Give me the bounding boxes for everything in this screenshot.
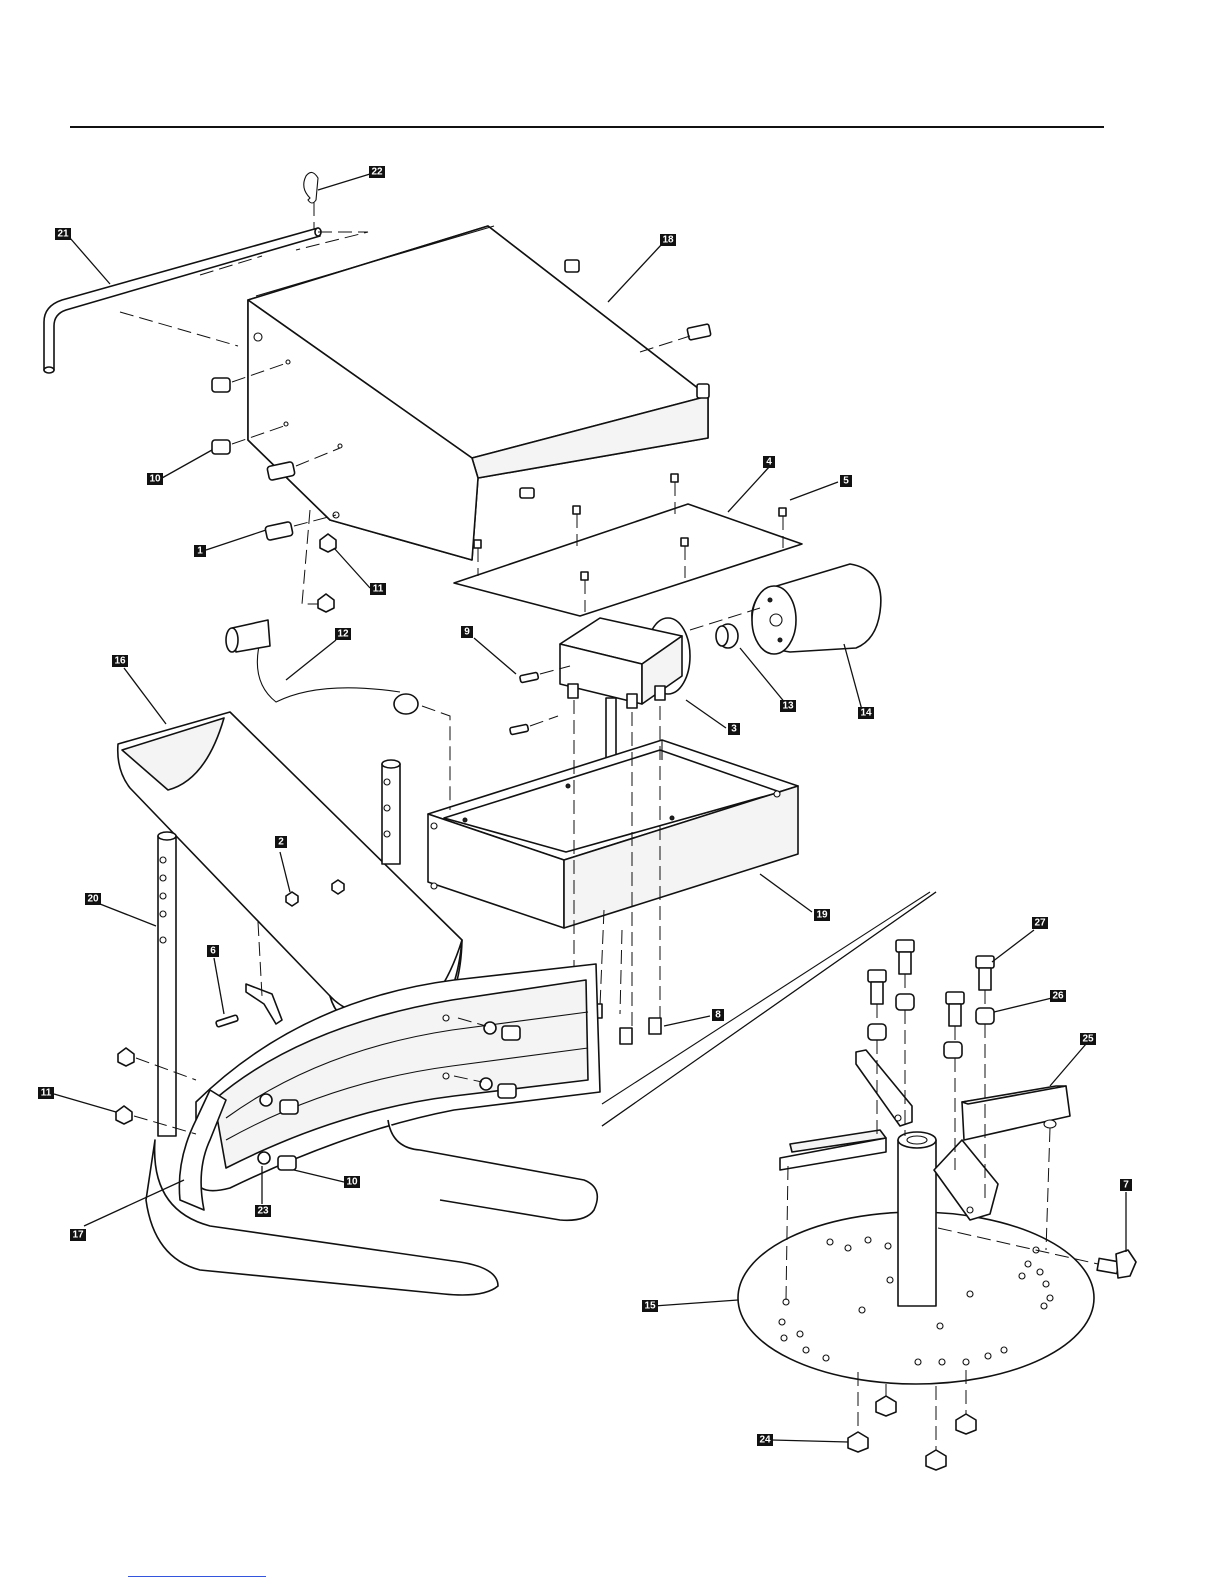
callout-9-label: 9 bbox=[464, 627, 470, 638]
callout-11-lower: 11 bbox=[38, 1087, 54, 1099]
bolts-part-27 bbox=[868, 940, 994, 1026]
gearbox-housing-part-19 bbox=[428, 740, 798, 928]
callout-1-label: 1 bbox=[197, 546, 203, 557]
housing-cover-part-18 bbox=[248, 226, 708, 560]
callout-2: 2 bbox=[275, 836, 287, 848]
callout-14-label: 14 bbox=[860, 708, 872, 719]
nut-part-2 bbox=[286, 892, 298, 906]
callout-5-label: 5 bbox=[843, 476, 849, 487]
frame-bracket-part-17 bbox=[146, 964, 600, 1295]
callout-24: 24 bbox=[757, 1434, 773, 1446]
callout-3-label: 3 bbox=[731, 724, 737, 735]
callout-14: 14 bbox=[858, 707, 874, 719]
callout-27-label: 27 bbox=[1034, 918, 1046, 929]
callout-17: 17 bbox=[70, 1229, 86, 1241]
callout-22: 22 bbox=[369, 166, 385, 178]
callout-15-label: 15 bbox=[644, 1301, 656, 1312]
callout-1: 1 bbox=[194, 545, 206, 557]
footer-link-underline[interactable] bbox=[128, 1576, 266, 1577]
callout-7-label: 7 bbox=[1123, 1180, 1129, 1191]
callout-21-label: 21 bbox=[57, 229, 69, 240]
callout-23: 23 bbox=[255, 1205, 271, 1217]
callout-19: 19 bbox=[814, 909, 830, 921]
callout-19-label: 19 bbox=[816, 910, 828, 921]
callout-24-label: 24 bbox=[759, 1435, 771, 1446]
callout-22-label: 22 bbox=[371, 167, 383, 178]
callout-20: 20 bbox=[85, 893, 101, 905]
bracket-bolt-part-6 bbox=[216, 922, 282, 1027]
spacer-part-13 bbox=[716, 624, 738, 648]
callout-26-label: 26 bbox=[1052, 991, 1064, 1002]
callout-15: 15 bbox=[642, 1300, 658, 1312]
callout-2-label: 2 bbox=[278, 837, 284, 848]
callout-10-lower: 10 bbox=[344, 1176, 360, 1188]
callout-9: 9 bbox=[461, 626, 473, 638]
callout-11-upper: 11 bbox=[370, 583, 386, 595]
callout-26: 26 bbox=[1050, 990, 1066, 1002]
callout-5: 5 bbox=[840, 475, 852, 487]
callout-13-label: 13 bbox=[782, 701, 794, 712]
cover-plate-part-4 bbox=[454, 474, 802, 616]
callout-27: 27 bbox=[1032, 917, 1048, 929]
callout-12: 12 bbox=[335, 628, 351, 640]
callout-12-label: 12 bbox=[337, 629, 349, 640]
callout-6-label: 6 bbox=[210, 946, 216, 957]
callout-6: 6 bbox=[207, 945, 219, 957]
callout-16-label: 16 bbox=[114, 656, 126, 667]
callout-17-label: 17 bbox=[72, 1230, 84, 1241]
callout-10-upper: 10 bbox=[147, 473, 163, 485]
callout-23-label: 23 bbox=[257, 1206, 269, 1217]
callout-16: 16 bbox=[112, 655, 128, 667]
callout-20-label: 20 bbox=[87, 894, 99, 905]
callout-8: 8 bbox=[712, 1009, 724, 1021]
callout-11-lower-label: 11 bbox=[41, 1088, 52, 1099]
callout-10-upper-label: 10 bbox=[149, 474, 161, 485]
motor-part-14 bbox=[752, 564, 881, 654]
callout-25-label: 25 bbox=[1082, 1034, 1094, 1045]
spreader-disc-part-15 bbox=[738, 1132, 1094, 1384]
callout-8-label: 8 bbox=[715, 1010, 721, 1021]
callout-25: 25 bbox=[1080, 1033, 1096, 1045]
callout-3: 3 bbox=[728, 723, 740, 735]
callout-10-lower-label: 10 bbox=[346, 1177, 358, 1188]
callout-7: 7 bbox=[1120, 1179, 1132, 1191]
callout-18-label: 18 bbox=[662, 235, 674, 246]
callout-11-upper-label: 11 bbox=[373, 584, 384, 595]
callout-4-label: 4 bbox=[766, 457, 772, 468]
callout-13: 13 bbox=[780, 700, 796, 712]
callout-4: 4 bbox=[763, 456, 775, 468]
callout-18: 18 bbox=[660, 234, 676, 246]
callout-21: 21 bbox=[55, 228, 71, 240]
hair-pin-part-22 bbox=[304, 172, 318, 230]
